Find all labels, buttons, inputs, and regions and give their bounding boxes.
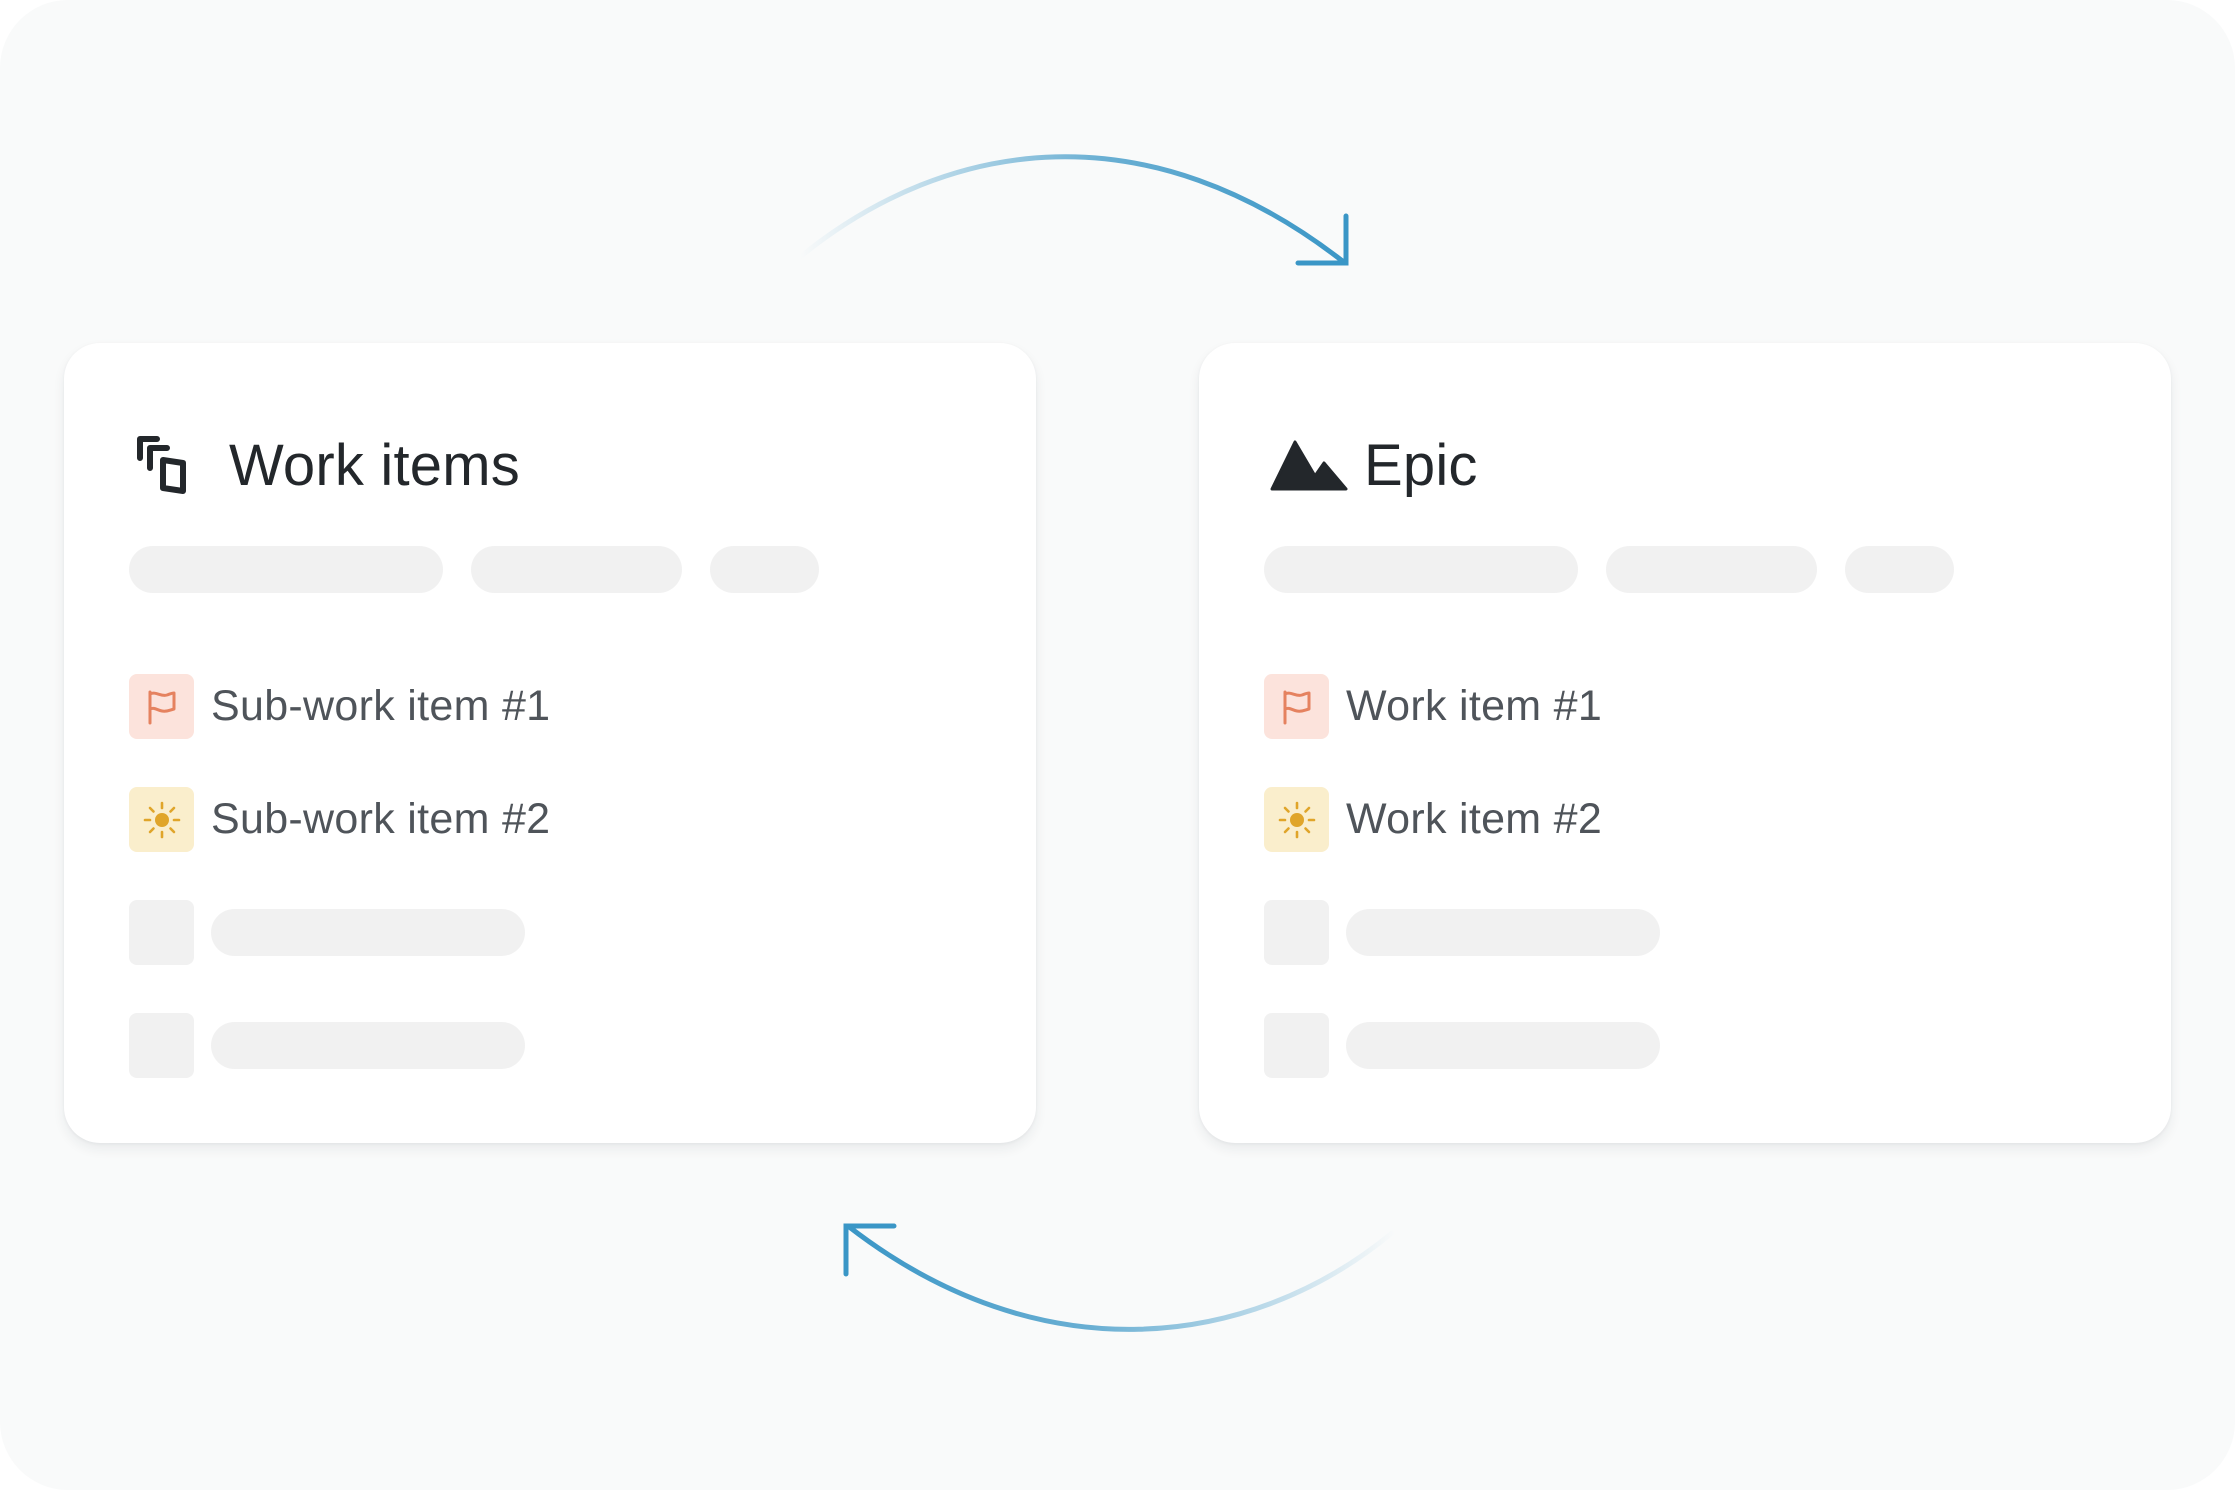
flag-icon	[129, 674, 194, 739]
item-label: Work item #2	[1346, 795, 1603, 843]
epic-card: Epic Work item #1	[1199, 343, 2171, 1143]
skeleton-pill	[710, 546, 819, 593]
card-header: Epic	[1270, 427, 1478, 503]
skeleton-pill	[1606, 546, 1817, 593]
skeleton-icon	[1264, 900, 1329, 965]
mountain-icon	[1270, 431, 1348, 499]
list-item-skeleton	[129, 1013, 525, 1078]
card-header: Work items	[135, 427, 520, 503]
arrow-left-icon	[843, 1223, 1395, 1332]
skeleton-pill	[1845, 546, 1954, 593]
skeleton-pill	[129, 546, 443, 593]
card-title: Work items	[229, 432, 520, 498]
skeleton-icon	[129, 900, 194, 965]
skeleton-pill	[1264, 546, 1578, 593]
skeleton-line	[1346, 909, 1660, 956]
list-item-skeleton	[1264, 1013, 1660, 1078]
skeleton-line	[211, 909, 525, 956]
skeleton-line	[1346, 1022, 1660, 1069]
list-item[interactable]: Sub-work item #2	[129, 787, 550, 852]
sun-icon	[1264, 787, 1329, 852]
card-title: Epic	[1364, 432, 1478, 498]
work-items-stack-icon	[135, 431, 213, 499]
work-items-card: Work items Sub-work item #1	[64, 343, 1036, 1143]
arrow-right-icon	[797, 154, 1349, 266]
list-item-skeleton	[1264, 900, 1660, 965]
skeleton-icon	[129, 1013, 194, 1078]
flag-icon	[1264, 674, 1329, 739]
skeleton-line	[211, 1022, 525, 1069]
skeleton-pill	[471, 546, 682, 593]
skeleton-icon	[1264, 1013, 1329, 1078]
list-item[interactable]: Work item #2	[1264, 787, 1602, 852]
list-item-skeleton	[129, 900, 525, 965]
list-item[interactable]: Work item #1	[1264, 674, 1602, 739]
sun-icon	[129, 787, 194, 852]
filter-skeleton-row	[129, 546, 819, 593]
item-label: Work item #1	[1346, 682, 1603, 730]
list-item[interactable]: Sub-work item #1	[129, 674, 550, 739]
item-label: Sub-work item #2	[211, 795, 551, 843]
item-label: Sub-work item #1	[211, 682, 551, 730]
filter-skeleton-row	[1264, 546, 1954, 593]
